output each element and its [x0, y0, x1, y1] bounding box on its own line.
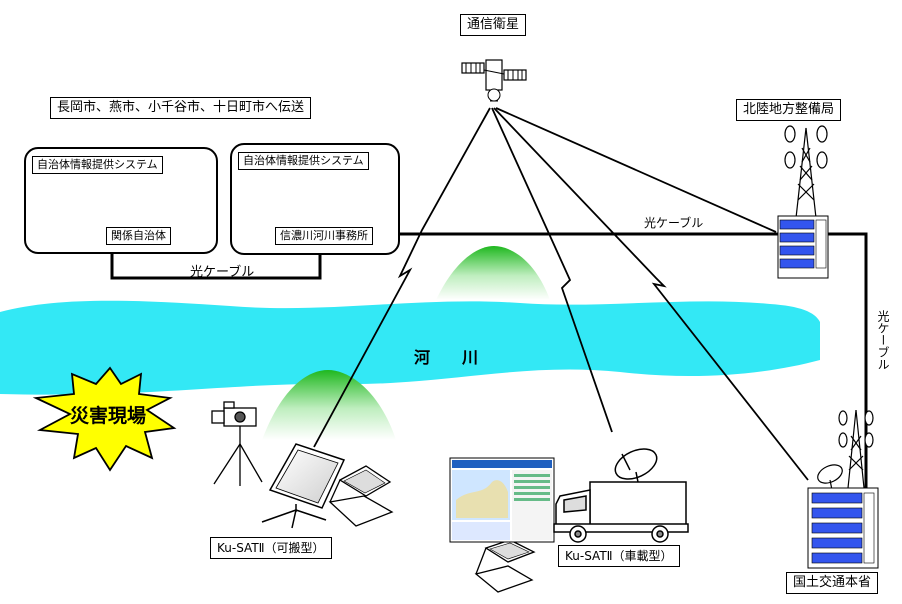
portable-antenna — [261, 443, 346, 529]
satellite-graphic — [461, 59, 527, 102]
disaster-site-label: 災害現場 — [70, 405, 147, 427]
cable-right — [828, 232, 868, 488]
mlit-building — [807, 487, 879, 569]
satellite-label: 通信衛星 — [460, 14, 527, 36]
hokuriku-tower — [784, 125, 828, 219]
mountain-bottom — [262, 370, 396, 440]
mid-system-label: 自治体情報提供システム — [238, 152, 369, 170]
optical-cable-label-bottom: 光ケーブル — [190, 265, 255, 280]
mid-office-label: 信濃川河川事務所 — [275, 227, 373, 245]
river-band — [0, 300, 820, 395]
hokuriku-building — [777, 215, 829, 279]
laptop-2 — [474, 539, 536, 593]
optical-cable-label-top: 光ケーブル — [644, 216, 704, 230]
cable-panels — [110, 250, 322, 280]
video-camera — [211, 401, 263, 486]
left-system-label: 自治体情報提供システム — [32, 156, 163, 174]
satellite-links — [313, 107, 809, 481]
left-office-label: 関係自治体 — [106, 227, 171, 245]
kusat-portable-label: Ku-SATⅡ（可搬型） — [210, 537, 332, 559]
optical-cable-label-right: 光ケーブル — [876, 310, 890, 370]
river-label: 河 川 — [414, 348, 479, 367]
hokuriku-label: 北陸地方整備局 — [736, 99, 842, 121]
monitor-screenshot — [449, 457, 555, 543]
laptop-1 — [328, 465, 394, 527]
kusat-vehicle-label: Ku-SATⅡ（車載型） — [558, 545, 680, 567]
mountain-top — [436, 246, 550, 300]
mlit-dish — [817, 464, 843, 491]
disaster-star — [32, 366, 177, 472]
mlit-label: 国土交通本省 — [786, 572, 879, 594]
satellite-truck — [553, 448, 689, 543]
mlit-tower — [838, 409, 874, 489]
cities-transmission-label: 長岡市、燕市、小千谷市、十日町市へ伝送 — [50, 97, 312, 119]
